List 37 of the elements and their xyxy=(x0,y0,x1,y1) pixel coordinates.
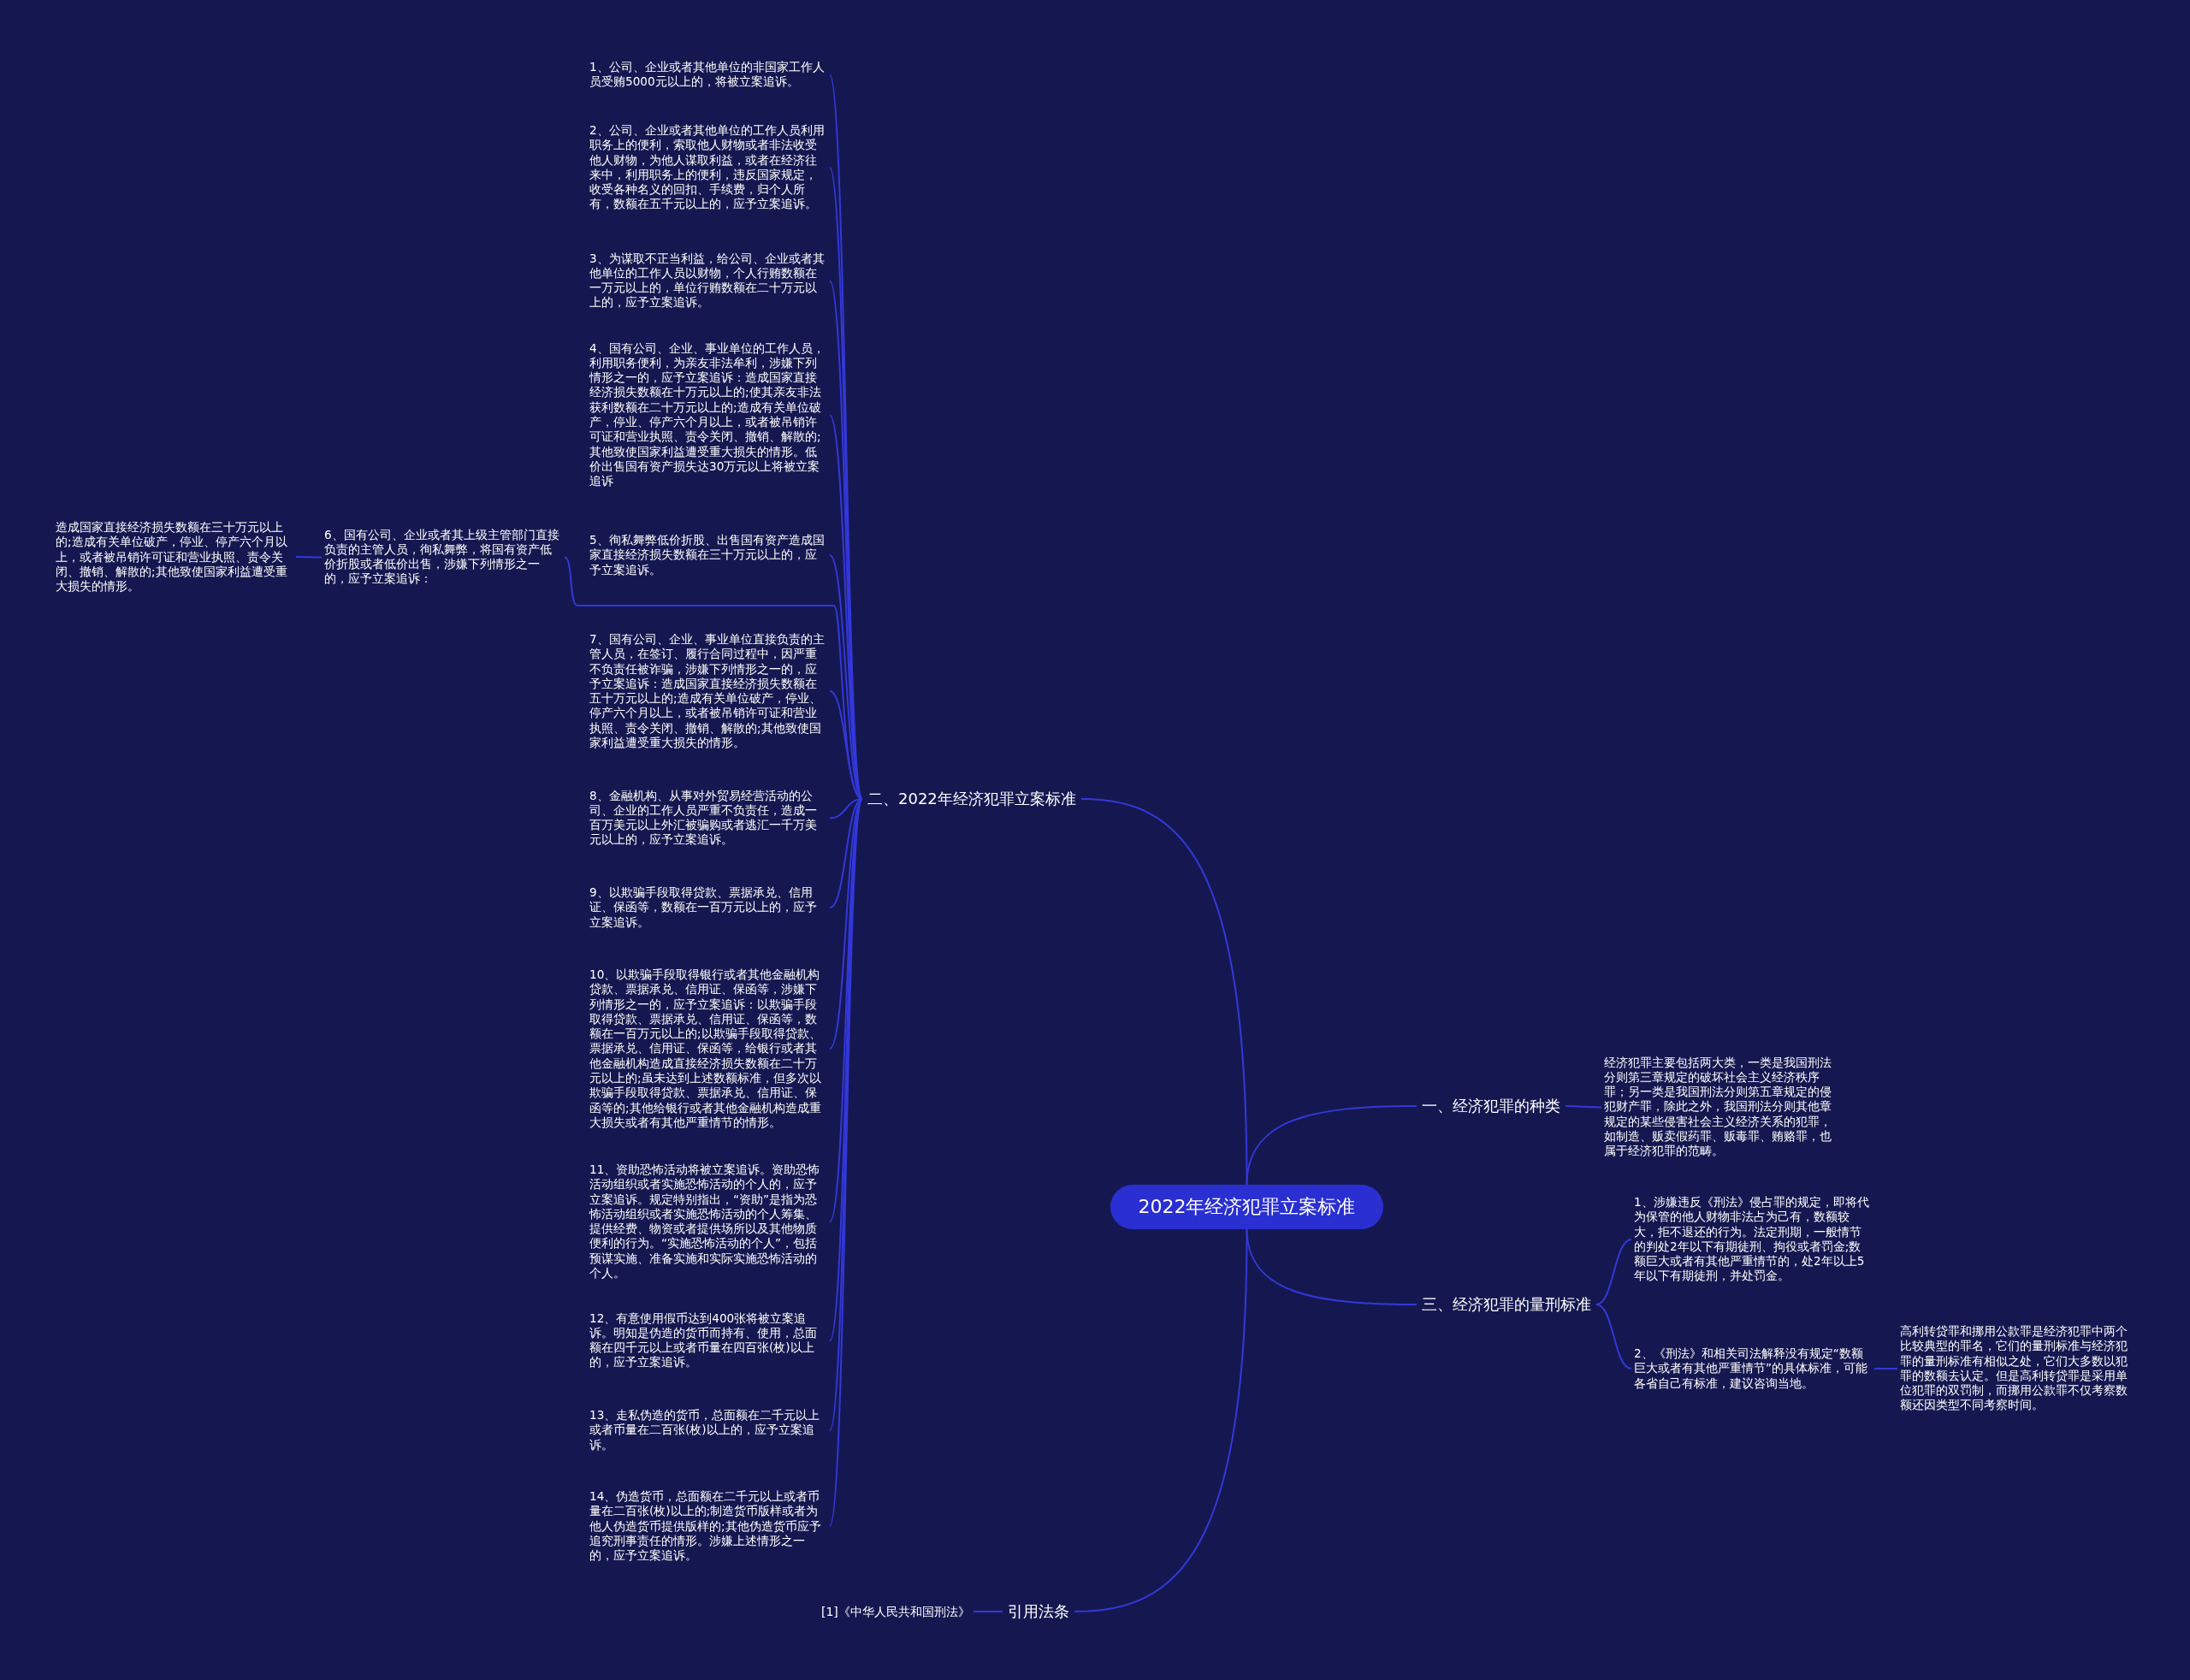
branch-topic: 引用法条 xyxy=(1003,1599,1074,1624)
leaf-text: 4、国有公司、企业、事业单位的工作人员，利用职务便利，为亲友非法牟利，涉嫌下列情形之一的，应予立案追诉：造成国家直接经济损失数额在十万元以上的;使其亲友非法获利数额在二十万元以上的;造成有关单位破产，停业、停产六个月以上，或者被吊销许可证和营业执照、责令关闭、撤销、解散的;其他致使国家利益遭受重大损失的情形。低价出售国有资产损失达30万元以上将被立案追诉 xyxy=(587,339,830,491)
connector-line xyxy=(1246,1105,1418,1186)
branch-topic: 一、经济犯罪的种类 xyxy=(1417,1093,1566,1119)
connector-line xyxy=(1595,1239,1632,1305)
central-topic-pill: 2022年经济犯罪立案标准 xyxy=(1110,1185,1383,1229)
leaf-text: 11、资助恐怖活动将被立案追诉。资助恐怖活动组织或者实施恐怖活动的个人的，应予立案追诉。规定特别指出，“资助”是指为恐怖活动组织或者实施恐怖活动的个人筹集、提供经费、物资或者提供场所以及其他物质便利的行为。“实施恐怖活动的个人”，包括预谋实施、准备实施和实际实施恐怖活动的个人。 xyxy=(587,1161,830,1283)
leaf-text: 2、《刑法》和相关司法解释没有规定“数额巨大或者有其他严重情节”的具体标准，可能各省自己有标准，建议咨询当地。 xyxy=(1631,1345,1874,1393)
leaf-text: 5、徇私舞弊低价折股、出售国有资产造成国家直接经济损失数额在三十万元以上的，应予立案追诉。 xyxy=(587,531,830,579)
connector-line xyxy=(1074,1228,1248,1612)
leaf-text: 经济犯罪主要包括两大类，一类是我国刑法分则第三章规定的破坏社会主义经济秩序罪；另一类是我国刑法分则第五章规定的侵犯财产罪，除此之外，我国刑法分则其他章规定的某些侵害社会主义经济关系的犯罪，如制造、贩卖假药罪、贩毒罪、贿赂罪，也属于经济犯罪的范畴。 xyxy=(1601,1053,1844,1161)
leaf-text: 1、公司、企业或者其他单位的非国家工作人员受贿5000元以上的，将被立案追诉。 xyxy=(587,57,830,92)
leaf-text: 6、国有公司、企业或者其上级主管部门直接负责的主管人员，徇私舞弊，将国有资产低价折股或者低价出售，涉嫌下列情形之一的，应予立案追诉： xyxy=(322,525,565,589)
leaf-text: 2、公司、企业或者其他单位的工作人员利用职务上的便利，索取他人财物或者非法收受他人财物，为他人谋取利益，或者在经济往来中，利用职务上的便利，违反国家规定，收受各种名义的回扣、手续费，归个人所有，数额在五千元以上的，应予立案追诉。 xyxy=(587,121,830,214)
branch-topic: 二、2022年经济犯罪立案标准 xyxy=(862,786,1081,812)
leaf-text: 13、走私伪造的货币，总面额在二千元以上或者币量在二百张(枚)以上的，应予立案追诉。 xyxy=(587,1406,830,1454)
connector-line xyxy=(1873,1368,1898,1369)
leaf-text: 14、伪造货币，总面额在二千元以上或者币量在二百张(枚)以上的;制造货币版样或者为他人伪造货币提供版样的;其他伪造货币应予追究刑事责任的情形。涉嫌上述情形之一的，应予立案追诉。 xyxy=(587,1488,830,1565)
connector-line xyxy=(829,280,863,800)
connector-line xyxy=(1246,1228,1418,1305)
connector-line xyxy=(829,798,863,1222)
leaf-text: 高利转贷罪和挪用公款罪是经济犯罪中两个比较典型的罪名，它们的量刑标准与经济犯罪的量刑标准有相似之处，它们大多数以犯罪的数额去认定。但是高利转贷罪是采用单位犯罪的双罚制，而挪用公款罪不仅考察数额还因类型不同考察时间。 xyxy=(1897,1322,2140,1415)
leaf-text: 9、以欺骗手段取得贷款、票据承兑、信用证、保函等，数额在一百万元以上的，应予立案追诉。 xyxy=(587,884,830,932)
leaf-text: 10、以欺骗手段取得银行或者其他金融机构贷款、票据承兑、信用证、保函等，涉嫌下列情形之一的，应予立案追诉：以欺骗手段取得贷款、票据承兑、信用证、保函等，数额在一百万元以上的;以欺骗手段取得贷款、票据承兑、信用证、保函等，给银行或者其他金融机构造成直接经济损失数额在二十万元以上的;虽未达到上述数额标准，但多次以欺骗手段取得贷款、票据承兑、信用证、保函等的;其他给银行或者其他金融机构造成重大损失或者有其他严重情节的情形。 xyxy=(587,966,830,1133)
connector-line xyxy=(295,556,323,559)
leaf-text: 8、金融机构、从事对外贸易经营活动的公司、企业的工作人员严重不负责任，造成一百万美元以上外汇被骗购或者逃汇一千万美元以上的，应予立案追诉。 xyxy=(587,786,830,849)
reference-text: [1]《中华人民共和国刑法》 xyxy=(818,1601,974,1622)
connector-line xyxy=(1595,1304,1632,1369)
connector-line xyxy=(1080,798,1248,1186)
leaf-text: 7、国有公司、企业、事业单位直接负责的主管人员，在签订、履行合同过程中，因严重不负责任被诈骗，涉嫌下列情形之一的，应予立案追诉：造成国家直接经济损失数额在五十万元以上的;造成有关单位破产，停业、停产六个月以上，或者被吊销许可证和营业执照、责令关闭、撤销、解散的;其他致使国家利益遭受重大损失的情形。 xyxy=(587,630,830,753)
branch-topic: 三、经济犯罪的量刑标准 xyxy=(1417,1292,1596,1317)
connector-line xyxy=(1565,1105,1602,1109)
connector-line xyxy=(973,1611,1003,1612)
leaf-text: 12、有意使用假币达到400张将被立案追诉。明知是伪造的货币而持有、使用，总面额在四千元以上或者币量在四百张(枚)以上的，应予立案追诉。 xyxy=(587,1309,830,1372)
leaf-text: 造成国家直接经济损失数额在三十万元以上的;造成有关单位破产，停业、停产六个月以上，或者被吊销许可证和营业执照、责令关闭、撤销、解散的;其他致使国家利益遭受重大损失的情形。 xyxy=(53,518,296,596)
leaf-text: 1、涉嫌违反《刑法》侵占罪的规定，即将代为保管的他人财物非法占为己有，数额较大，拒不退还的行为。法定刑期，一般情节的判处2年以下有期徒刑、拘役或者罚金;数额巨大或者有其他严重情节的，处2年以上5年以下有期徒刑，并处罚金。 xyxy=(1631,1193,1874,1286)
leaf-text: 3、为谋取不正当利益，给公司、企业或者其他单位的工作人员以财物，个人行贿数额在一万元以上的，单位行贿数额在二十万元以上的，应予立案追诉。 xyxy=(587,249,830,312)
